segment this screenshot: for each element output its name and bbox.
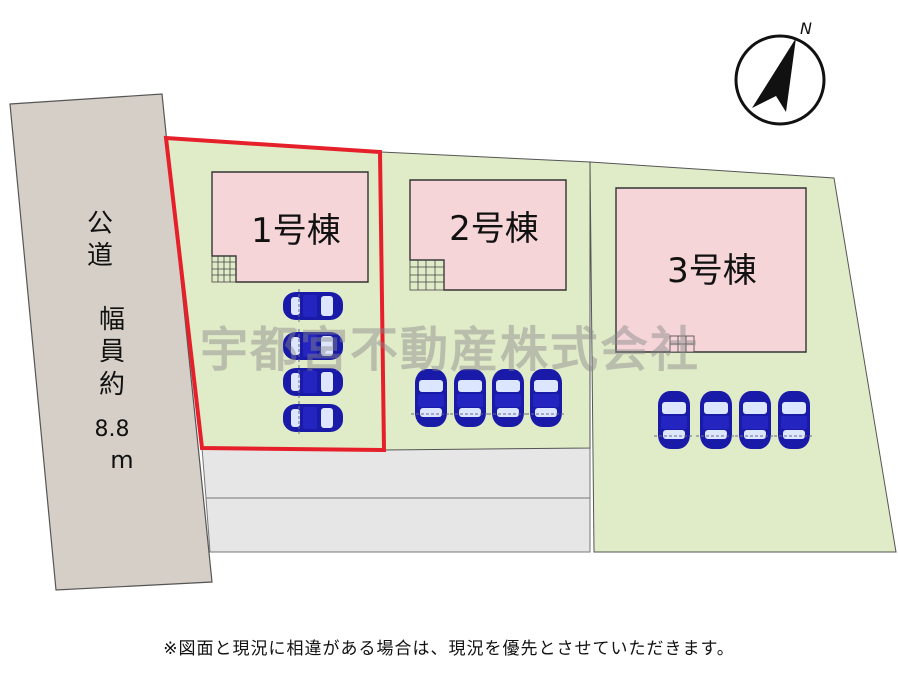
building-2 [409, 179, 567, 291]
disclaimer-note: ※図面と現況に相違がある場合は、現況を優先とさせていただきます。 [163, 639, 735, 659]
car-icon [653, 390, 695, 450]
car-icon [773, 390, 815, 450]
road-label-line-1: 公 [87, 209, 113, 239]
road-width-value: 8.8 [95, 417, 130, 442]
watermark: 宇都宮不動産株式会社 [200, 322, 700, 378]
car-icon [282, 400, 344, 436]
lot-1-highlight [163, 135, 387, 453]
building-1 [211, 171, 369, 283]
road [9, 93, 213, 591]
road-label-line-2: 道 [87, 241, 113, 271]
driveway-lane-lower [205, 497, 591, 553]
north-compass-icon: N [734, 19, 826, 126]
driveway-lane-upper [201, 447, 591, 499]
car-icon [734, 390, 776, 450]
building-1-label: 1号棟 [251, 211, 341, 251]
building-2-label: 2号棟 [449, 209, 539, 249]
car-icon [282, 288, 344, 324]
road-width-line-1: 幅 [99, 305, 125, 335]
car-icon [695, 390, 737, 450]
road-width-line-3: 約 [99, 370, 125, 400]
road-width-unit: m [110, 446, 133, 474]
road-width-line-2: 員 [99, 337, 125, 367]
building-3-label: 3号棟 [667, 251, 757, 291]
north-label: N [800, 19, 812, 38]
building-3 [615, 187, 807, 353]
